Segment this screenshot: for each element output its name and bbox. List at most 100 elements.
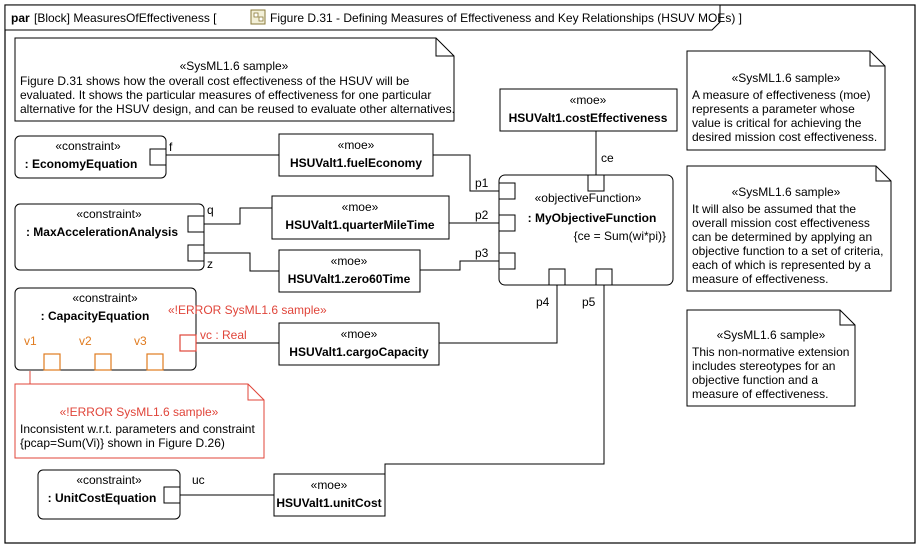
block-stereotype: «moe» xyxy=(570,93,607,107)
note-stereotype: «SysML1.6 sample» xyxy=(732,185,841,199)
parametric-diagram-icon xyxy=(250,9,266,25)
port-p3[interactable] xyxy=(498,252,516,270)
connector-q xyxy=(204,207,272,225)
moe-zero60-time[interactable]: «moe» HSUValt1.zero60Time xyxy=(278,249,421,293)
block-stereotype: «moe» xyxy=(311,478,348,492)
note-line: measure of effectiveness. xyxy=(692,387,829,401)
port-v2[interactable] xyxy=(94,353,112,371)
note-line: Figure D.31 shows how the overall cost e… xyxy=(20,74,410,88)
note-line: can be determined by applying an xyxy=(692,230,872,244)
note-moe-definition: «SysML1.6 sample» A measure of effective… xyxy=(686,50,886,151)
moe-cost-effectiveness[interactable]: «moe» HSUValt1.costEffectiveness xyxy=(499,88,678,132)
port-label-v3: v3 xyxy=(134,334,147,348)
block-stereotype: «moe» xyxy=(331,254,368,268)
constraint-capacity-equation[interactable]: «constraint» : CapacityEquation v1 v2 v3… xyxy=(14,287,327,371)
connector-z xyxy=(204,252,279,272)
block-stereotype: «objectiveFunction» xyxy=(535,191,642,205)
moe-cargo-capacity[interactable]: «moe» HSUValt1.cargoCapacity xyxy=(278,322,440,366)
block-name: : MyObjectiveFunction xyxy=(528,211,657,225)
block-stereotype: «moe» xyxy=(341,327,378,341)
objective-constraint: {ce = Sum(wi*pi)} xyxy=(574,229,666,243)
moe-quarter-mile-time[interactable]: «moe» HSUValt1.quarterMileTime xyxy=(271,195,450,240)
error-inline-label: «!ERROR SysML1.6 sample» xyxy=(168,303,327,317)
block-name: HSUValt1.zero60Time xyxy=(288,272,411,286)
note-line: each of which is represented by a xyxy=(692,258,871,272)
block-name: : CapacityEquation xyxy=(41,309,150,323)
port-label-q: q xyxy=(207,203,214,217)
port-label-f: f xyxy=(169,140,173,154)
block-name: HSUValt1.cargoCapacity xyxy=(289,345,429,359)
connectors xyxy=(166,131,605,496)
port-label-z: z xyxy=(207,257,213,271)
objective-function-block[interactable]: «objectiveFunction» : MyObjectiveFunctio… xyxy=(498,174,674,286)
connector-p4 xyxy=(439,283,558,344)
port-f[interactable] xyxy=(149,148,167,166)
port-label-p1: p1 xyxy=(475,176,489,190)
port-v1[interactable] xyxy=(43,353,61,371)
note-line: value is critical for achieving the xyxy=(692,116,862,130)
block-name: : MaxAccelerationAnalysis xyxy=(26,225,178,239)
block-stereotype: «constraint» xyxy=(55,139,121,153)
port-label-p3: p3 xyxy=(475,246,489,260)
frame-header-tab xyxy=(4,4,721,31)
frame-title: [Block] MeasuresOfEffectiveness [ xyxy=(34,11,217,25)
block-stereotype: «constraint» xyxy=(76,473,142,487)
frame-diagram-name: Figure D.31 - Defining Measures of Effec… xyxy=(270,11,742,25)
connector-p3 xyxy=(420,260,499,271)
port-label-ce: ce xyxy=(601,151,614,165)
port-vc[interactable] xyxy=(179,334,197,352)
block-name: : EconomyEquation xyxy=(25,157,138,171)
note-stereotype: «SysML1.6 sample» xyxy=(180,59,289,73)
note-extension: «SysML1.6 sample» This non-normative ext… xyxy=(686,309,856,407)
note-line: objective function and a xyxy=(692,373,818,387)
block-stereotype: «moe» xyxy=(338,138,375,152)
connector-p5 xyxy=(384,283,605,495)
note-line: A measure of effectiveness (moe) xyxy=(692,88,871,102)
constraint-max-acceleration[interactable]: «constraint» : MaxAccelerationAnalysis q… xyxy=(14,203,214,271)
note-objective: «SysML1.6 sample» It will also be assume… xyxy=(686,165,892,292)
constraint-economy-equation[interactable]: «constraint» : EconomyEquation f xyxy=(14,135,173,179)
block-name: HSUValt1.fuelEconomy xyxy=(290,156,422,170)
port-label-uc: uc xyxy=(192,473,205,487)
block-name: HSUValt1.quarterMileTime xyxy=(285,218,434,232)
note-stereotype: «!ERROR SysML1.6 sample» xyxy=(60,405,219,419)
frame-kind: par xyxy=(11,11,30,25)
block-stereotype: «constraint» xyxy=(76,207,142,221)
note-error: «!ERROR SysML1.6 sample» Inconsistent w.… xyxy=(14,383,265,459)
port-v3[interactable] xyxy=(146,353,164,371)
port-label-p2: p2 xyxy=(475,208,489,222)
note-line: overall mission cost effectiveness xyxy=(692,216,870,230)
moe-fuel-economy[interactable]: «moe» HSUValt1.fuelEconomy xyxy=(278,133,434,177)
block-stereotype: «constraint» xyxy=(72,291,138,305)
port-label-v1: v1 xyxy=(24,334,37,348)
block-name: HSUValt1.costEffectiveness xyxy=(509,111,668,125)
constraint-unit-cost-equation[interactable]: «constraint» : UnitCostEquation uc xyxy=(37,469,205,520)
port-q[interactable] xyxy=(187,215,205,233)
note-line: alternative for the HSUV design, and can… xyxy=(20,102,455,116)
port-label-v2: v2 xyxy=(79,334,92,348)
port-z[interactable] xyxy=(187,244,205,262)
connector-p1 xyxy=(433,154,499,192)
block-name: HSUValt1.unitCost xyxy=(276,496,381,510)
note-line: This non-normative extension xyxy=(692,345,849,359)
moe-unit-cost[interactable]: «moe» HSUValt1.unitCost xyxy=(273,473,386,517)
note-line: desired mission cost effectiveness. xyxy=(692,130,877,144)
port-p5[interactable] xyxy=(595,268,613,286)
port-label-vc: vc : Real xyxy=(200,328,247,342)
block-stereotype: «moe» xyxy=(342,200,379,214)
port-p4[interactable] xyxy=(548,268,566,286)
port-label-p5: p5 xyxy=(582,295,596,309)
port-p1[interactable] xyxy=(498,182,516,200)
port-ce[interactable] xyxy=(587,174,605,192)
note-intro: «SysML1.6 sample» Figure D.31 shows how … xyxy=(14,37,455,122)
note-line: {pcap=Sum(Vi)} shown in Figure D.26) xyxy=(20,436,225,450)
note-line: represents a parameter whose xyxy=(692,102,855,116)
port-label-p4: p4 xyxy=(536,295,550,309)
port-p2[interactable] xyxy=(498,214,516,232)
note-line: objective function to a set of criteria, xyxy=(692,244,883,258)
port-uc[interactable] xyxy=(163,486,181,504)
note-line: measure of effectiveness. xyxy=(692,272,829,286)
note-stereotype: «SysML1.6 sample» xyxy=(717,328,826,342)
note-line: Inconsistent w.r.t. parameters and const… xyxy=(20,422,255,436)
